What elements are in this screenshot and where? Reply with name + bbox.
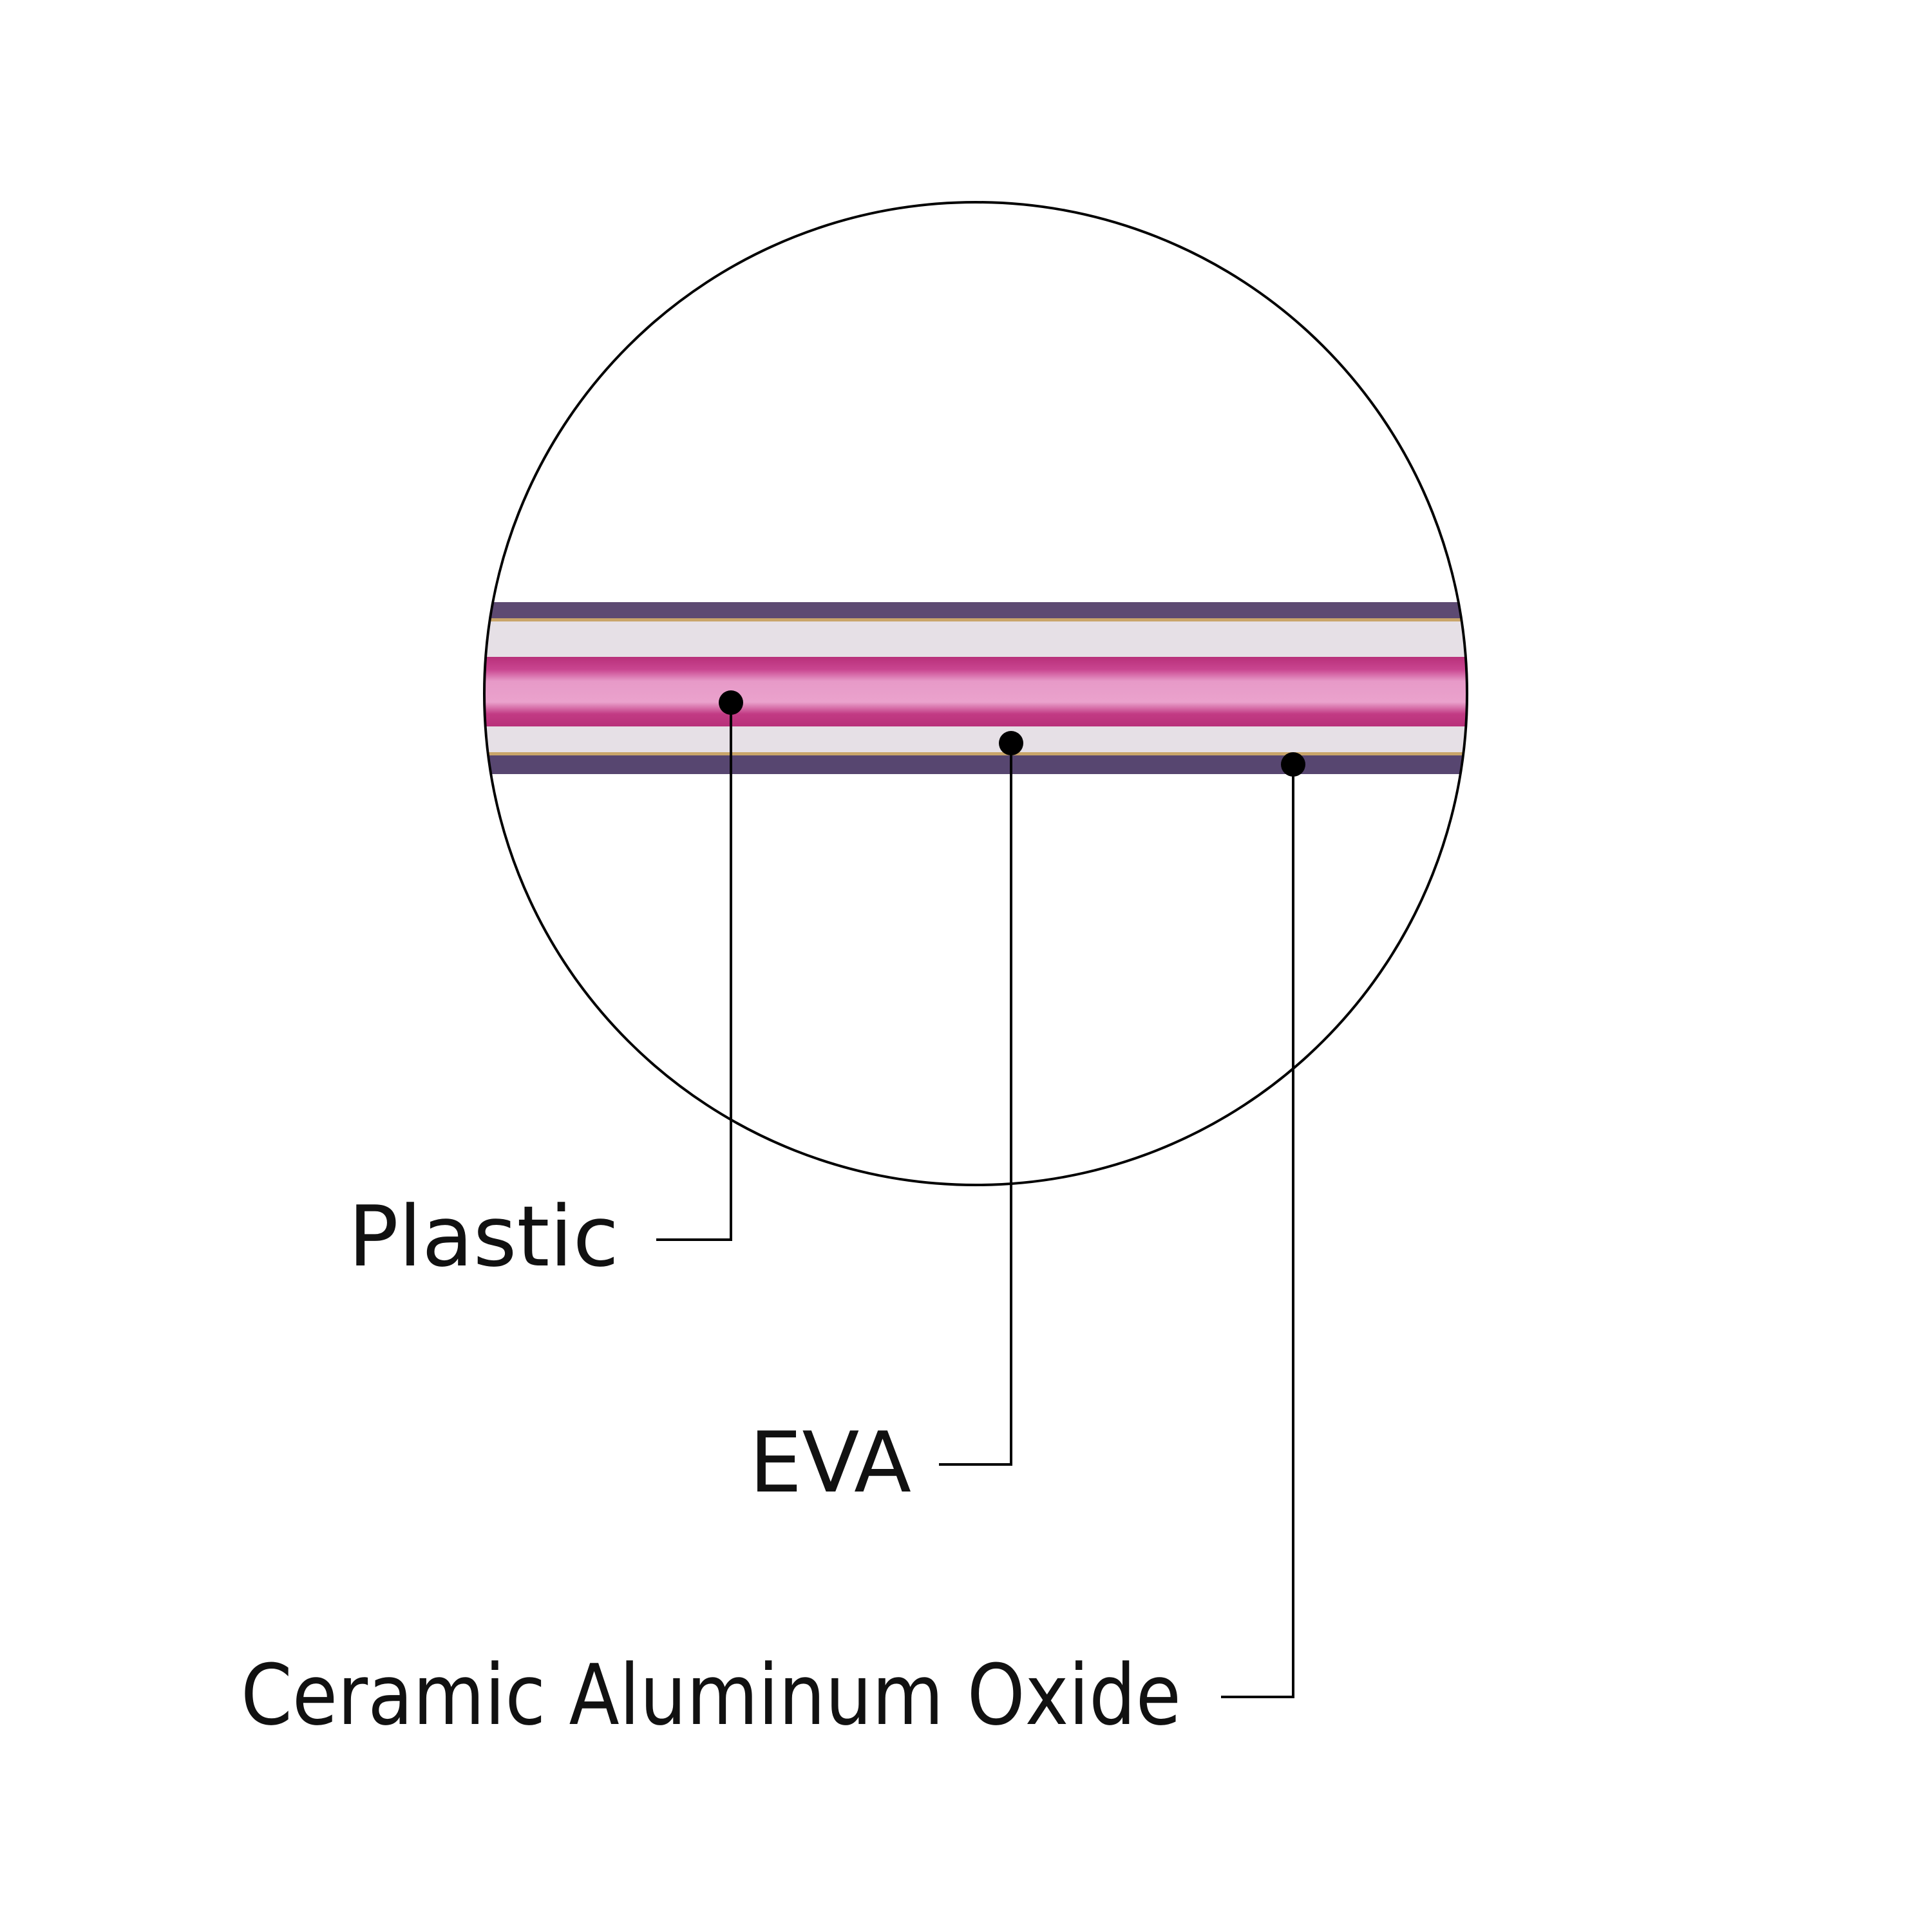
plastic-label: Plastic [348, 1188, 619, 1285]
eva-callout: EVA [749, 731, 1023, 1511]
plastic-core-layer [484, 657, 1467, 726]
ceramic-leader-line [1221, 764, 1294, 1698]
plastic-callout: Plastic [348, 690, 743, 1285]
magnifier-circle [483, 201, 1468, 1186]
bottom-abrasive-layer [484, 755, 1467, 774]
top-eva-layer [484, 621, 1467, 657]
ceramic-callout: Ceramic Aluminum Oxide [241, 752, 1305, 1744]
eva-leader-line [939, 743, 1012, 1466]
material-cross-section [484, 602, 1467, 774]
top-abrasive-layer [484, 602, 1467, 620]
plastic-leader-line [656, 703, 732, 1241]
eva-label: EVA [749, 1414, 911, 1511]
ceramic-label: Ceramic Aluminum Oxide [241, 1646, 1181, 1744]
bottom-eva-layer [484, 726, 1467, 752]
